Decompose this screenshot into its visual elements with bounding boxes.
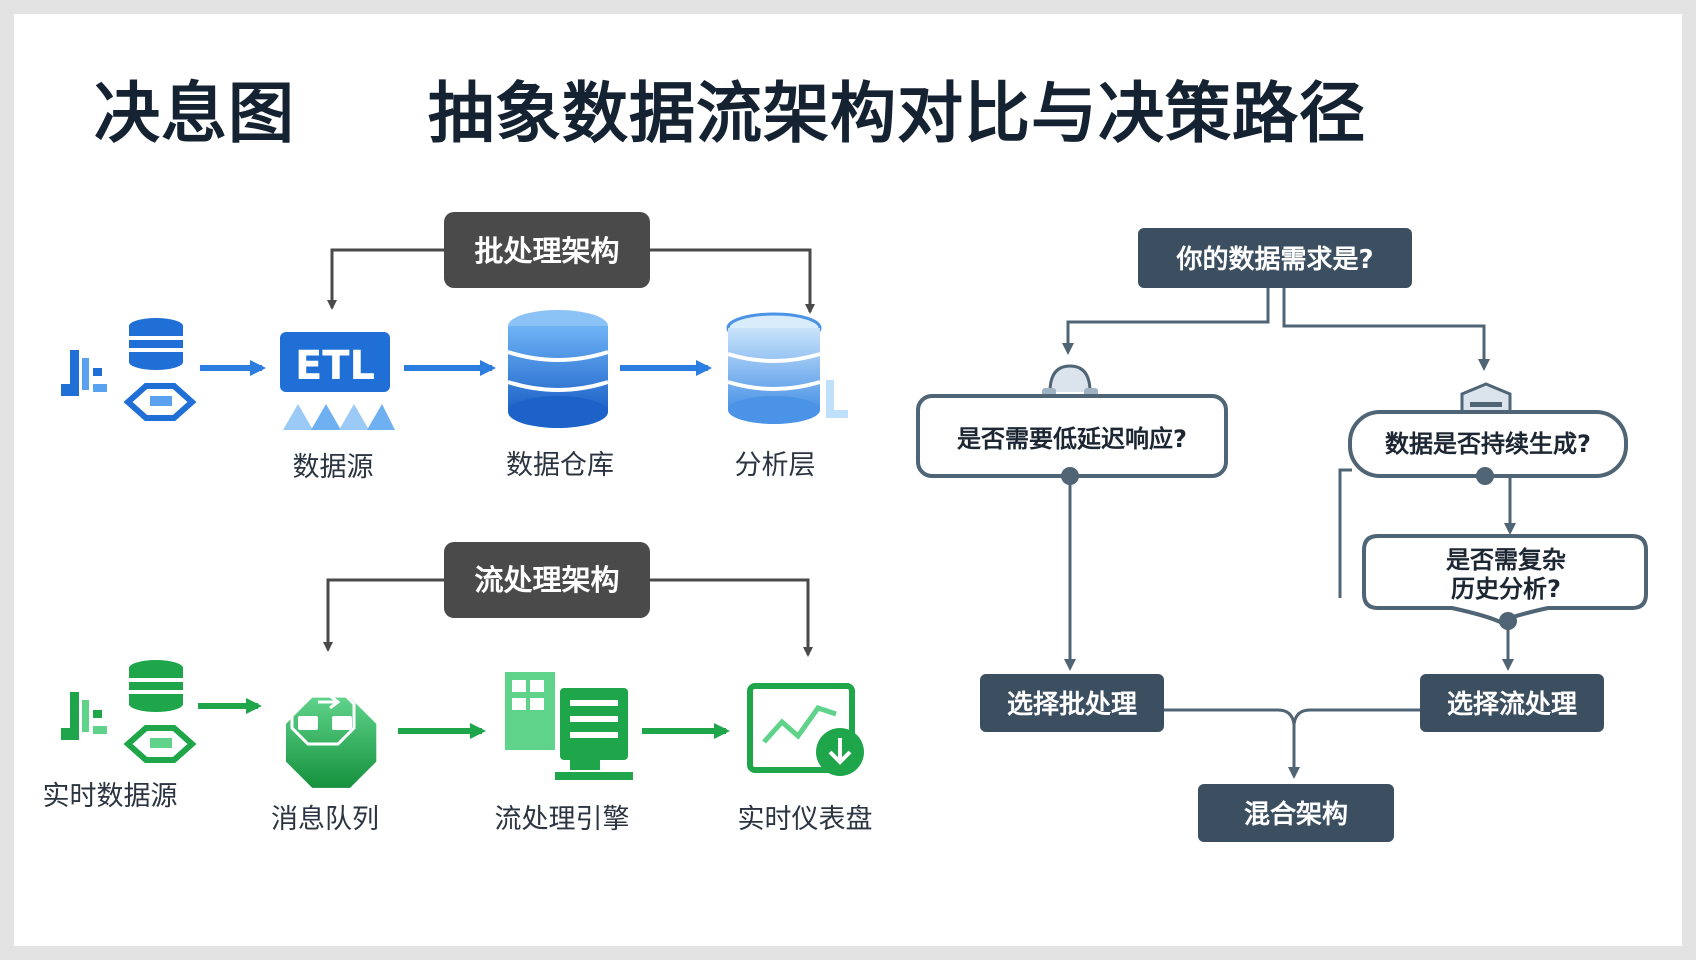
dashboard-icon <box>747 683 864 776</box>
root-node <box>1138 228 1412 288</box>
edge-root-latency <box>1062 288 1270 355</box>
edge-continuous-side <box>1338 468 1352 598</box>
page-title: 抽象数据流架构对比与决策路径 <box>428 75 1366 152</box>
stream-source-label: 实时数据源 <box>43 781 178 812</box>
latency-question: 是否需要低延迟响应? <box>957 425 1187 453</box>
dashboard-label: 实时仪表盘 <box>738 804 873 835</box>
batch-bracket-right <box>650 248 815 314</box>
message-queue-icon <box>286 686 377 788</box>
stream-architecture: 流处理架构 实时数据源 消息队列 <box>43 542 873 835</box>
batch-header: 批处理架构 <box>474 234 619 268</box>
batch-header-box <box>444 212 650 288</box>
etl-icon: ETL <box>280 332 395 430</box>
hybrid-architecture: 混合架构 <box>1244 799 1348 830</box>
edge-stream-hybrid <box>1292 708 1420 725</box>
queue-label: 消息队列 <box>271 804 379 835</box>
choose-stream-node <box>1420 674 1604 732</box>
edge-root-continuous <box>1282 288 1490 371</box>
choose-batch: 选择批处理 <box>1007 690 1137 720</box>
choose-stream: 选择流处理 <box>1447 690 1577 720</box>
hybrid-node <box>1198 784 1394 842</box>
stream-header: 流处理架构 <box>474 563 619 597</box>
stream-source-icon <box>61 660 197 763</box>
batch-source-icon <box>61 318 197 421</box>
continuous-question: 数据是否持续生成? <box>1385 430 1591 458</box>
stream-bracket-left <box>323 578 445 652</box>
title-left: 决息图 <box>94 75 295 152</box>
batch-source-label: 数据源 <box>293 452 374 483</box>
root-question: 你的数据需求是? <box>1175 244 1373 275</box>
data-warehouse-icon <box>507 310 609 428</box>
slide: 决息图 抽象数据流架构对比与决策路径 <box>14 14 1682 946</box>
choose-batch-node <box>980 674 1164 732</box>
batch-bracket-left <box>327 248 445 310</box>
analysis-layer-icon <box>726 312 848 424</box>
edge-batch-hybrid <box>1164 708 1296 725</box>
decision-flowchart: 你的数据需求是? 是否需要低延迟响应? 数据是否持续生成? 是否需复杂 历史分析… <box>916 228 1648 842</box>
analysis-label: 分析层 <box>735 450 816 481</box>
continuous-connector-dot <box>1476 467 1494 485</box>
stream-bracket-right <box>650 578 813 657</box>
batch-architecture: 批处理架构 ETL 数据源 <box>61 212 848 483</box>
stream-engine-icon <box>505 672 633 780</box>
history-question-line2: 历史分析? <box>1451 575 1561 603</box>
engine-label: 流处理引擎 <box>495 804 630 835</box>
warehouse-label: 数据仓库 <box>506 450 614 481</box>
history-question-line1: 是否需复杂 <box>1446 546 1566 574</box>
stream-header-box <box>444 542 650 618</box>
etl-label: ETL <box>295 343 375 389</box>
